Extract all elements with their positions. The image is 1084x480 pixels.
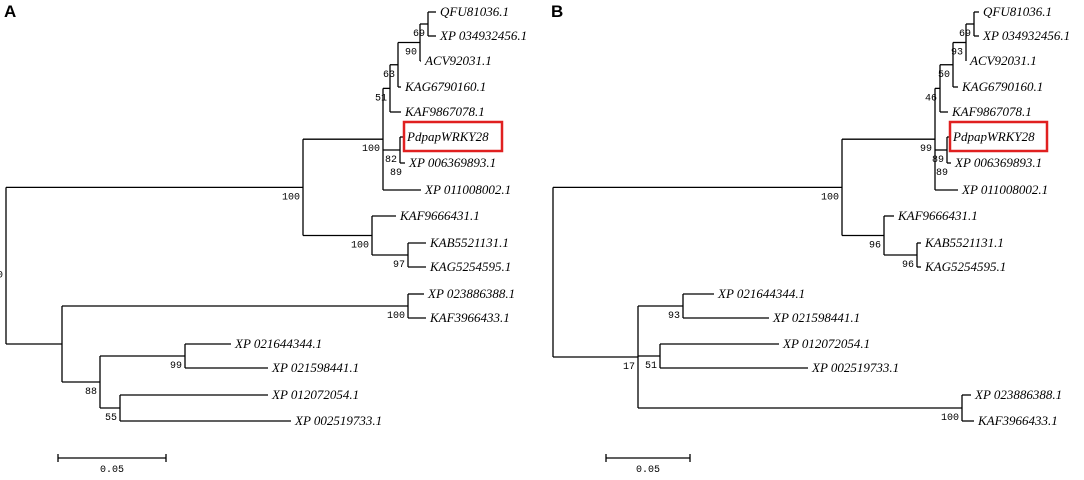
panel-a-scale-label: 0.05 [100, 465, 124, 476]
panel-b-leaf-label: XP 034932456.1 [982, 28, 1070, 43]
panel-a-highlight-box [402, 120, 504, 153]
panel-a-leaf-label: KAF9666431.1 [399, 208, 480, 223]
panel-a-leaf-label: XP 021598441.1 [271, 360, 359, 375]
panel-a-letter: A [4, 2, 17, 21]
panel-b-leaf-label: KAG5254595.1 [924, 259, 1006, 274]
panel-a-bootstrap-value: 100 [0, 271, 3, 282]
panel-a-bootstrap-value: 99 [170, 361, 182, 372]
panel-a-leaf-label: KAG6790160.1 [404, 79, 486, 94]
panel-b-highlight-box [948, 120, 1049, 153]
panel-b-bootstrap-value: 89 [932, 155, 944, 166]
panel-b-leaf-label: XP 011008002.1 [961, 182, 1048, 197]
panel-b-bootstrap-value: 93 [668, 311, 680, 322]
panel-a-bootstrap-value: 89 [390, 168, 402, 179]
panel-b-bootstrap-value: 100 [941, 413, 959, 424]
panel-b-bootstrap-value: 100 [821, 192, 839, 203]
panel-b-bootstrap-value: 50 [938, 70, 950, 81]
panel-a-leaf-label: XP 023886388.1 [427, 286, 515, 301]
panel-a-leaf-label: KAF3966433.1 [429, 310, 510, 325]
panel-b-leaf-label: XP 021598441.1 [772, 310, 860, 325]
panel-a-leaf-label: PdpapWRKY28 [406, 129, 489, 144]
panel-b-bootstrap-value: 93 [951, 48, 963, 59]
panel-a-leaf-label: XP 034932456.1 [439, 28, 527, 43]
panel-a-leaf-label: KAF9867078.1 [404, 104, 485, 119]
panel-b-leaf-label: XP 006369893.1 [954, 155, 1042, 170]
panel-b-letter: B [551, 2, 564, 21]
panel-b-bootstrap-value: 17 [623, 362, 635, 373]
panel-a-leaf-label: XP 012072054.1 [271, 387, 359, 402]
panel-a-bootstrap-value: 55 [105, 413, 117, 424]
panel-a-bootstrap-value: 69 [413, 29, 425, 40]
panel-b-leaf-label: PdpapWRKY28 [952, 129, 1035, 144]
panel-b-bootstrap-value: 89 [936, 168, 948, 179]
panel-a-leaf-label: KAB5521131.1 [429, 235, 509, 250]
panel-b-bootstrap-value: 96 [902, 260, 914, 271]
panel-b-leaf-label: KAF9867078.1 [951, 104, 1032, 119]
panel-b-leaf-label: KAB5521131.1 [924, 235, 1004, 250]
panel-b-leaf-label: KAG6790160.1 [961, 79, 1043, 94]
panel-a-leaf-label: XP 006369893.1 [408, 155, 496, 170]
panel-b-leaf-label: KAF3966433.1 [977, 413, 1058, 428]
panel-a-leaf-label: ACV92031.1 [424, 53, 492, 68]
panel-b-leaf-label: XP 021644344.1 [717, 286, 805, 301]
panel-a-bootstrap-value: 100 [282, 192, 300, 203]
panel-b-leaf-label: XP 023886388.1 [974, 387, 1062, 402]
panel-b-leaf-label: XP 002519733.1 [811, 360, 899, 375]
panel-b-leaf-label: QFU81036.1 [983, 4, 1052, 19]
panel-b-scale-label: 0.05 [636, 465, 660, 476]
panel-a-bootstrap-value: 100 [362, 144, 380, 155]
panel-a-bootstrap-value: 97 [393, 260, 405, 271]
panel-a-bootstrap-value: 100 [387, 311, 405, 322]
panel-b-bootstrap-value: 69 [959, 29, 971, 40]
panel-b-bootstrap-value: 46 [925, 93, 937, 104]
panel-b-leaf-label: ACV92031.1 [969, 53, 1037, 68]
panel-b-bootstrap-value: 51 [645, 361, 657, 372]
panel-b-leaf-label: KAF9666431.1 [897, 208, 978, 223]
panel-b-bootstrap-value: 96 [869, 241, 881, 252]
panel-b-leaf-label: XP 012072054.1 [782, 336, 870, 351]
panel-a-leaf-label: KAG5254595.1 [429, 259, 511, 274]
panel-a-bootstrap-value: 88 [85, 387, 97, 398]
panel-a-bootstrap-value: 63 [383, 70, 395, 81]
panel-a-leaf-label: QFU81036.1 [440, 4, 509, 19]
panel-a-bootstrap-value: 51 [375, 93, 387, 104]
panel-a-bootstrap-value: 100 [351, 241, 369, 252]
panel-a-leaf-label: XP 011008002.1 [424, 182, 511, 197]
panel-a-leaf-label: XP 021644344.1 [234, 336, 322, 351]
panel-a-leaf-label: XP 002519733.1 [294, 413, 382, 428]
panel-b-bootstrap-value: 99 [920, 144, 932, 155]
panel-a-bootstrap-value: 90 [405, 48, 417, 59]
panel-a-bootstrap-value: 82 [385, 155, 397, 166]
